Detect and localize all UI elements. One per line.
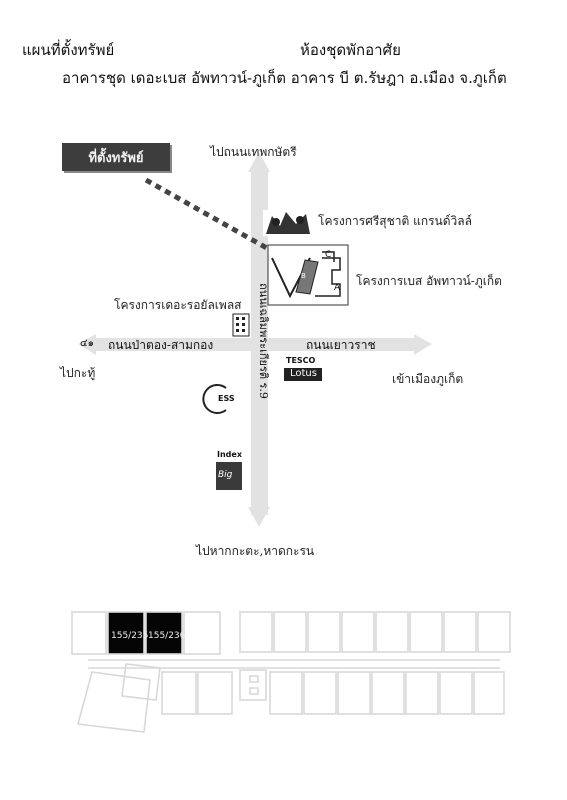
header-title-left: แผนที่ตั้งทรัพย์	[22, 41, 115, 59]
ess-logo	[202, 384, 227, 414]
big-label: Big	[218, 470, 233, 480]
header-title-right: ห้องชุดพักอาศัย	[300, 41, 401, 59]
site-plan	[267, 244, 349, 306]
south-destination: ไปหากกะตะ,หาดกะรน	[196, 544, 315, 558]
east-arrow	[414, 334, 432, 355]
big-logo	[216, 462, 242, 490]
north-destination: ไปถนนเทพกษัตรี	[210, 145, 297, 159]
horizontal-road	[90, 338, 418, 351]
site-letter-b: B	[301, 272, 306, 280]
site-letter-c: C	[325, 250, 332, 260]
unit-label-2: 155/236	[148, 631, 186, 641]
site-letter-a: A	[334, 283, 341, 293]
index-label: Index	[217, 450, 242, 459]
lotus-label: Lotus	[290, 368, 317, 379]
ess-label: ESS	[218, 394, 235, 403]
east-destination: เข้าเมืองภูเก็ต	[392, 372, 464, 386]
srisuchart-icon	[263, 210, 311, 236]
east-road-label: ถนนเยาวราช	[306, 338, 376, 352]
royal-place-icon	[232, 313, 250, 337]
tesco-label: TESCO	[286, 356, 316, 365]
unit-label-1: 155/235	[111, 631, 148, 641]
north-arrow	[248, 152, 270, 172]
pointer-line	[144, 177, 290, 263]
base-uptown-label: โครงการเบส อัพทาวน์-ภูเก็ต	[356, 274, 502, 288]
lotus-logo	[284, 368, 322, 381]
floor-plan-rooms	[71, 611, 511, 733]
west-destination: ไปกะทู้	[60, 366, 96, 380]
vertical-road-label: ถนนเฉลิมพระเกียรติ ร.9	[257, 283, 270, 399]
royal-place-label: โครงการเดอะรอยัลเพลส	[114, 298, 242, 312]
header-address: อาคารชุด เดอะเบส อัพทาวน์-ภูเก็ต อาคาร บ…	[62, 69, 507, 87]
property-marker: ที่ตั้งทรัพย์	[62, 143, 170, 171]
west-arrow	[78, 334, 96, 355]
west-road-label: ถนนป่าตอง-สามกอง	[108, 338, 214, 352]
south-arrow	[248, 507, 270, 527]
srisuchart-label: โครงการศรีสุชาติ แกรนด์วิลล์	[318, 214, 472, 228]
west-road-number: ๔๑	[80, 338, 94, 349]
